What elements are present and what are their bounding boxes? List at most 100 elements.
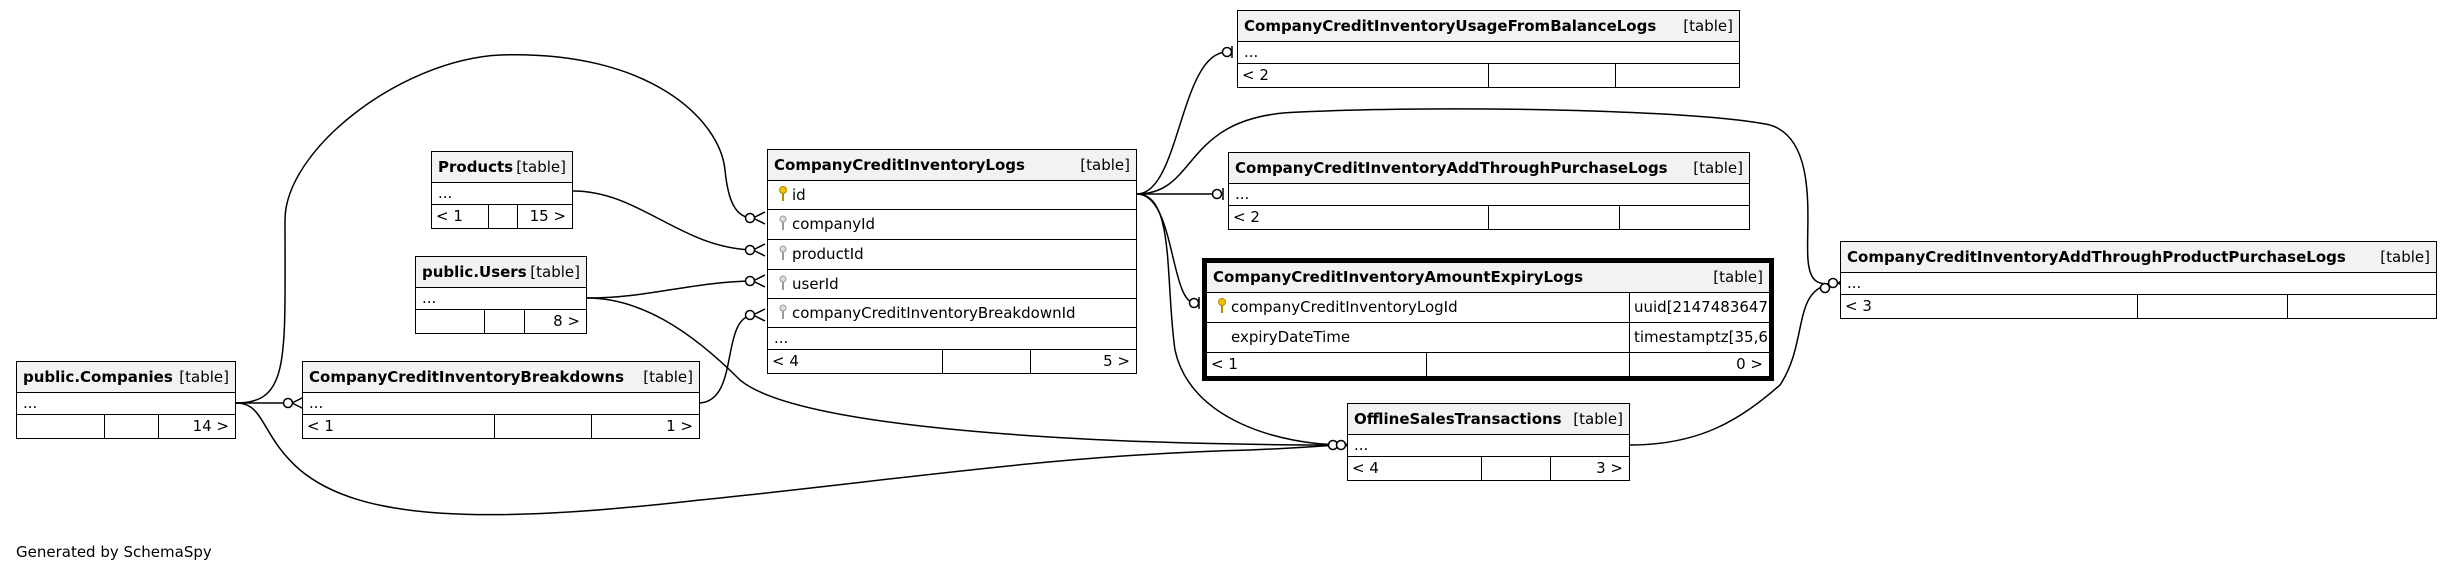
optional-circle [1188,297,1200,309]
child-count: 3 > [1550,457,1629,480]
table-name: CompanyCreditInventoryLogs [774,155,1025,174]
optional-circle [1819,282,1831,294]
column-name: id [792,185,806,204]
relationship-users-offline [586,297,1346,446]
table-footer: < 1 1 > [303,414,699,438]
child-count: 0 > [1629,353,1769,376]
optional-circle [744,309,756,321]
table-name: CompanyCreditInventoryAddThroughProductP… [1847,247,2346,266]
footer-middle [942,350,1030,373]
table-name: CompanyCreditInventoryAddThroughPurchase… [1235,158,1668,177]
table-header: OfflineSalesTransactions [table] [1348,404,1629,434]
optional-circle [744,244,756,256]
column-name: companyId [792,215,876,233]
optional-circle [1335,439,1347,451]
ellipsis: ... [438,184,453,202]
primary-key-icon [1213,298,1231,317]
child-count [1619,206,1749,229]
table-header: CompanyCreditInventoryAddThroughProductP… [1841,242,2436,272]
column-row: companyId [768,209,1136,239]
column-type: timestamptz[35,6] [1629,323,1774,352]
footer-middle [494,415,591,438]
table-header: public.Users [table] [416,257,586,287]
table-kind: [table] [1683,16,1733,35]
optional-circle [282,397,294,409]
column-row: productId [768,239,1136,269]
table-footer: < 3 [1841,294,2436,318]
table-footer: < 1 0 > [1207,352,1769,376]
table-products[interactable]: Products [table] ... < 1 15 > [431,151,573,229]
ellipsis: ... [1235,185,1250,203]
footer-middle [488,205,517,228]
ellipsis: ... [422,289,437,307]
table-footer: < 2 [1229,205,1749,229]
child-count: 1 > [591,415,699,438]
footer-middle [2137,295,2287,318]
ellipsis: ... [774,329,789,347]
relationship-logs-offline [1136,193,1346,446]
primary-key-icon [774,185,792,205]
ellipsis: ... [1847,274,1862,292]
table-footer: 8 > [416,309,586,333]
optional-circle [1211,188,1223,200]
table-kind: [table] [516,157,566,176]
table-users[interactable]: public.Users [table] ... 8 > [415,256,587,334]
table-footer: < 2 [1238,63,1739,87]
column-row: userId [768,269,1136,298]
column-name: userId [792,274,839,293]
optional-circle [1827,277,1839,289]
parent-count: < 4 [1352,459,1379,477]
crowfoot-markers [282,46,1849,452]
table-add-through-purchase[interactable]: CompanyCreditInventoryAddThroughPurchase… [1228,152,1750,230]
table-header: CompanyCreditInventoryBreakdowns [table] [303,362,699,392]
table-amount-expiry[interactable]: CompanyCreditInventoryAmountExpiryLogs [… [1202,258,1774,381]
parent-count: < 4 [772,352,799,370]
child-count: 14 > [158,415,235,438]
table-logs[interactable]: CompanyCreditInventoryLogs [table] id co… [767,149,1137,374]
table-header: CompanyCreditInventoryAmountExpiryLogs [… [1207,263,1769,292]
table-kind: [table] [179,367,229,386]
table-name: OfflineSalesTransactions [1354,409,1562,428]
parent-count [416,310,484,333]
table-breakdowns[interactable]: CompanyCreditInventoryBreakdowns [table]… [302,361,700,439]
table-header: Products [table] [432,152,572,182]
parent-count: < 2 [1242,66,1269,84]
relationship-users-logs [586,280,754,299]
parent-count: < 3 [1845,297,1872,315]
child-count [1615,64,1739,87]
column-row: companyCreditInventoryLogId uuid[2147483… [1207,292,1774,322]
table-kind: [table] [1713,268,1763,286]
footer-middle [1488,206,1619,229]
table-name: Products [438,157,514,176]
optional-circle [744,275,756,287]
table-header: CompanyCreditInventoryAddThroughPurchase… [1229,153,1749,183]
table-offline-sales[interactable]: OfflineSalesTransactions [table] ... < 4… [1347,403,1630,481]
table-name: CompanyCreditInventoryAmountExpiryLogs [1213,268,1584,286]
foreign-key-icon [774,304,792,323]
table-usage-from-balance[interactable]: CompanyCreditInventoryUsageFromBalanceLo… [1237,10,1740,88]
table-name: public.Users [422,262,527,281]
footer-middle [1488,64,1615,87]
relationship-companies-offline [235,402,1346,516]
table-companies[interactable]: public.Companies [table] ... 14 > [16,361,236,439]
relationship-offline-productpurchase [1629,282,1839,446]
table-add-through-product-purchase[interactable]: CompanyCreditInventoryAddThroughProductP… [1840,241,2437,319]
table-kind: [table] [643,367,693,386]
table-kind: [table] [1573,409,1623,428]
optional-circle [1221,46,1233,58]
relationship-breakdowns-logs [699,314,754,404]
ellipsis: ... [1354,436,1369,454]
column-name: expiryDateTime [1231,328,1351,346]
parent-count: < 1 [307,417,334,435]
footer-middle [484,310,524,333]
table-header: CompanyCreditInventoryUsageFromBalanceLo… [1238,11,1739,41]
ellipsis: ... [309,394,324,412]
column-name: productId [792,245,864,263]
column-row: expiryDateTime timestamptz[35,6] [1207,322,1774,352]
table-header: CompanyCreditInventoryLogs [table] [768,150,1136,180]
child-count: 5 > [1030,350,1136,373]
foreign-key-icon [774,245,792,264]
table-footer: < 1 15 > [432,204,572,228]
parent-count: < 1 [1211,355,1238,373]
column-row: companyCreditInventoryBreakdownId [768,298,1136,327]
